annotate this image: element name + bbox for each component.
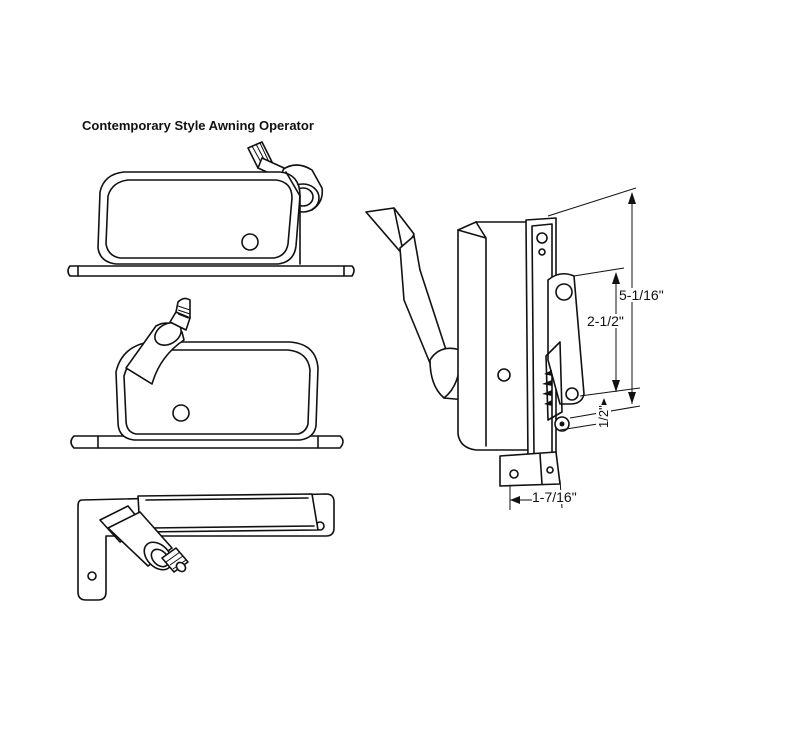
operator-view-front (67, 141, 355, 277)
dimension-offset: 1/2" (596, 405, 611, 428)
dimension-width: 1-7/16" (532, 489, 577, 505)
dimension-height-overall: 5-1/16" (619, 287, 664, 303)
operator-view-rear (70, 297, 344, 449)
dimension-hole-spacing: 2-1/2" (587, 313, 624, 329)
operator-view-top (77, 493, 335, 601)
diagram-title: Contemporary Style Awning Operator (82, 118, 314, 133)
operator-view-dimensioned (365, 187, 641, 510)
